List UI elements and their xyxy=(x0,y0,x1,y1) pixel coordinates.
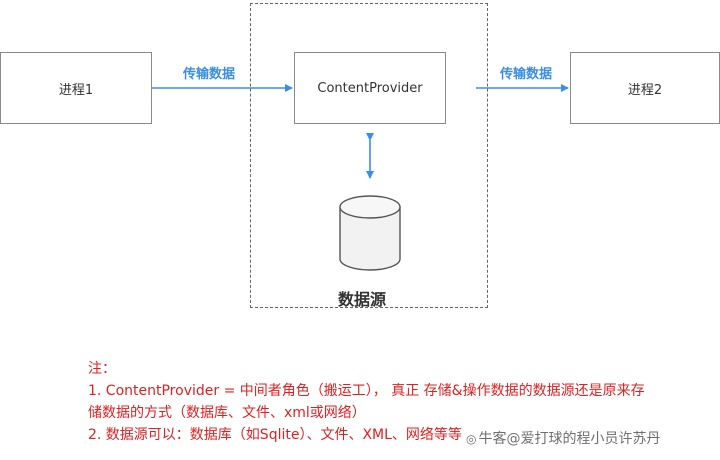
transfer-label-right: 传输数据 xyxy=(500,67,553,82)
content-provider-label: ContentProvider xyxy=(317,80,423,96)
datasource-group-frame xyxy=(250,3,488,308)
content-provider-box: ContentProvider xyxy=(294,52,446,124)
process2-box: 进程2 xyxy=(570,52,720,124)
note-line-3: 2. 数据源可以：数据库（如Sqlite）、文件、XML、网络等等 xyxy=(88,427,462,443)
process1-box: 进程1 xyxy=(0,52,152,124)
watermark-text: 牛客@爱打球的程小员许苏丹 xyxy=(478,431,661,447)
database-cylinder-icon xyxy=(339,195,401,271)
note-title: 注： xyxy=(88,361,116,377)
transfer-label-left: 传输数据 xyxy=(183,67,236,82)
note-line-1: 1. ContentProvider = 中间者角色（搬运工）， 真正 存储&操… xyxy=(88,383,645,399)
datasource-label: 数据源 xyxy=(338,290,387,309)
watermark-logo-icon: ◎ xyxy=(466,432,477,446)
note-line-2: 储数据的方式（数据库、文件、xml或网络） xyxy=(88,405,366,421)
watermark: ◎牛客@爱打球的程小员许苏丹 xyxy=(466,428,660,448)
process2-label: 进程2 xyxy=(627,82,663,98)
process1-label: 进程1 xyxy=(58,82,94,98)
